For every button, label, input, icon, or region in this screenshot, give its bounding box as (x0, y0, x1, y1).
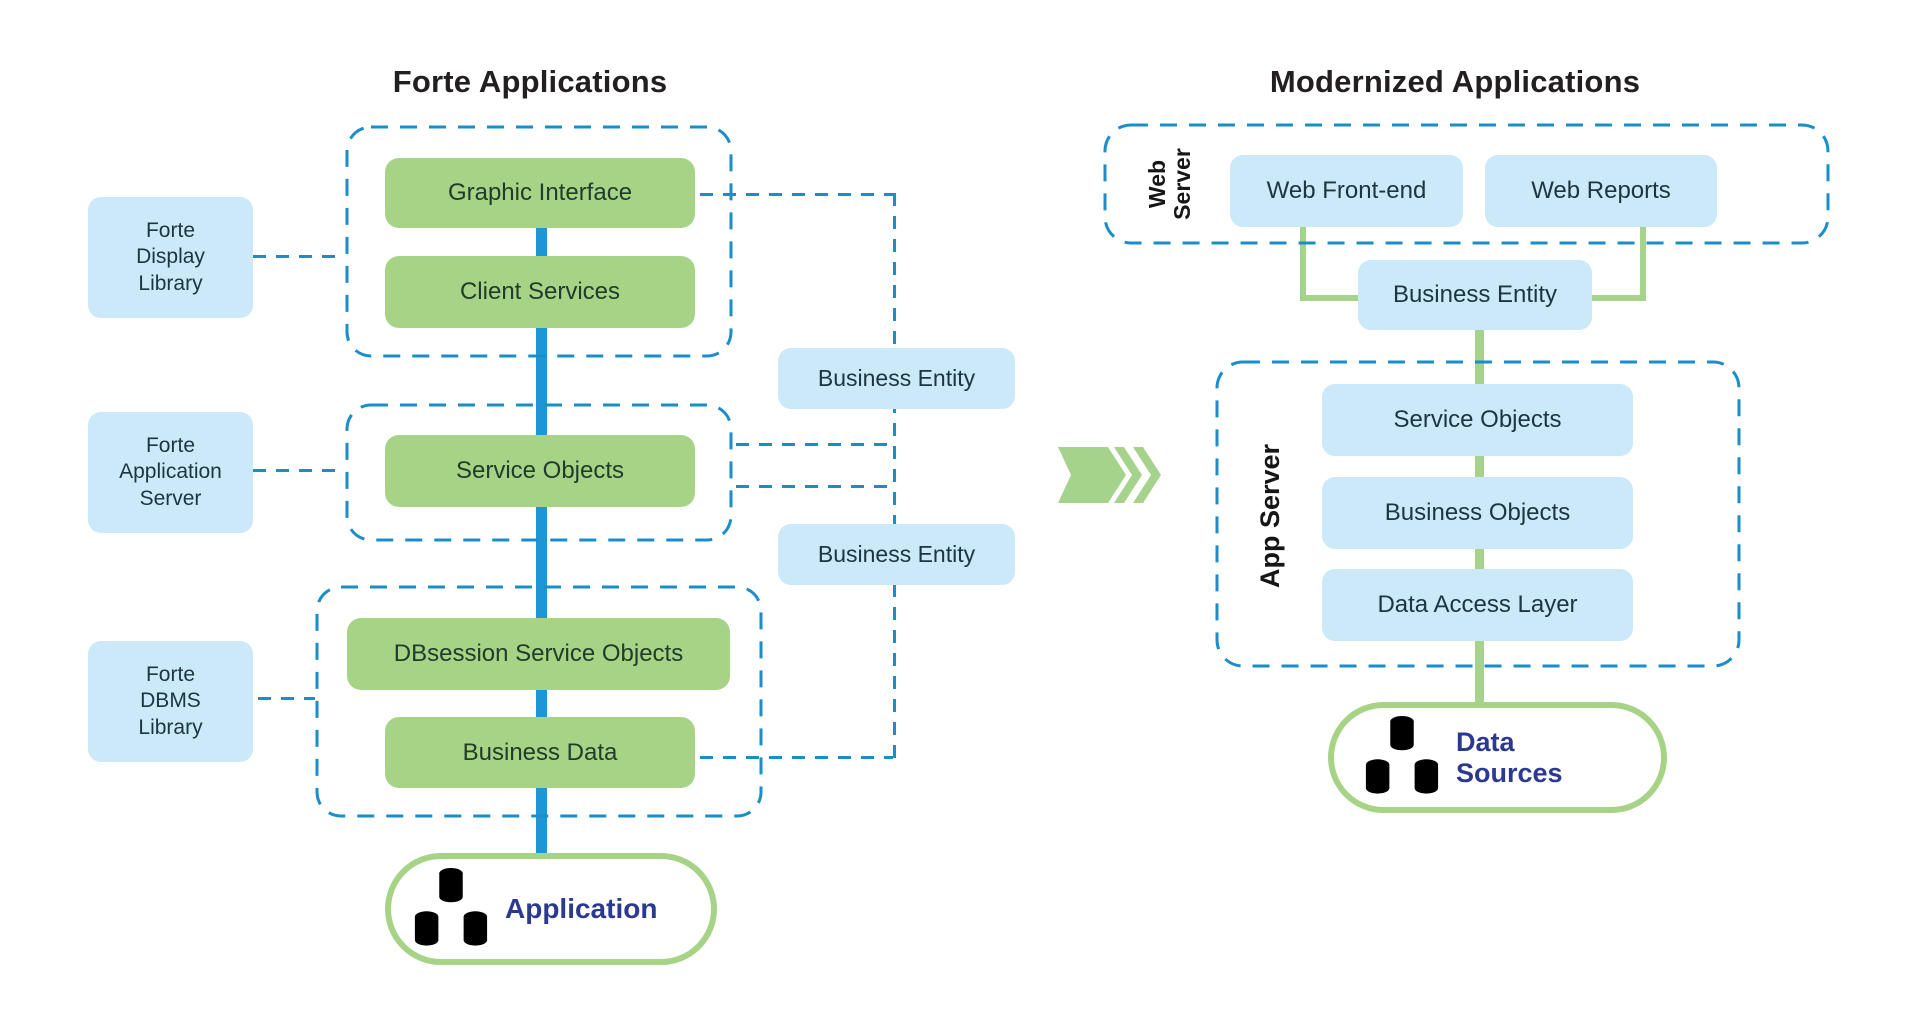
label-line: Forte (145, 218, 195, 242)
box-web-reports: Web Reports (1485, 155, 1717, 227)
connector-graphic-to-entity (700, 193, 896, 196)
box-service-objects: Service Objects (385, 435, 695, 507)
database-cluster-icon (1365, 716, 1439, 794)
data-sources-endpoint-label: Data Sources (1456, 727, 1563, 787)
box-business-objects: Business Objects (1322, 477, 1633, 549)
migration-arrow-icon (1058, 447, 1161, 503)
connector-webreports-elbow (1586, 295, 1646, 301)
label-line: Display (136, 245, 205, 269)
connector-webreports-down (1640, 226, 1646, 301)
connector-application-server (253, 469, 345, 472)
label-line: App Server (1254, 443, 1285, 589)
data-sources-endpoint: Data Sources (1328, 702, 1667, 813)
app-server-container (1215, 360, 1741, 668)
connector-entity-vertical (893, 193, 896, 759)
box-graphic-interface: Graphic Interface (385, 158, 695, 228)
label-forte-application-server: Forte Application Server (88, 412, 253, 533)
connector-webfrontend-down (1300, 226, 1306, 301)
connector-service-to-entity-1 (736, 443, 893, 446)
connector-display-library (253, 255, 345, 258)
forte-appserver-container (345, 403, 733, 542)
label-line: Server (139, 486, 202, 510)
connector-webfrontend-elbow (1300, 295, 1364, 301)
label-forte-dbms-library: Forte DBMS Library (88, 641, 253, 762)
label-line: Application (119, 460, 222, 484)
label-line: Forte (145, 662, 195, 686)
box-business-entity-modern: Business Entity (1358, 260, 1592, 330)
box-dbsession-service-objects: DBsession Service Objects (347, 618, 730, 690)
forte-spine-line (536, 226, 547, 866)
label-line: Library (138, 271, 203, 295)
box-data-access-layer: Data Access Layer (1322, 569, 1633, 641)
database-cluster-icon (414, 867, 488, 946)
box-business-entity-bottom: Business Entity (778, 524, 1015, 585)
app-server-rotated-label: App Server (1240, 406, 1300, 626)
application-endpoint: Application (385, 853, 717, 965)
forte-title: Forte Applications (392, 64, 668, 99)
connector-businessdata-to-entity (700, 756, 893, 759)
label-line: Data (1456, 727, 1515, 758)
box-client-services: Client Services (385, 256, 695, 328)
connector-dbms-library (258, 697, 315, 700)
connector-service-to-entity-2 (736, 485, 893, 488)
forte-display-container (345, 125, 733, 358)
label-forte-display-library: Forte Display Library (88, 197, 253, 318)
modernized-title: Modernized Applications (1269, 64, 1641, 99)
forte-dbms-container (315, 585, 763, 818)
box-business-entity-top: Business Entity (778, 348, 1015, 409)
label-line: Sources (1456, 757, 1563, 788)
web-server-container (1103, 123, 1830, 245)
box-service-objects-modern: Service Objects (1322, 384, 1633, 456)
box-web-front-end: Web Front-end (1230, 155, 1463, 227)
label-line: Library (138, 715, 203, 739)
label-line: Server (1169, 148, 1195, 220)
box-business-data: Business Data (385, 717, 695, 788)
label-line: Web (1144, 159, 1171, 209)
label-line: Forte (145, 433, 195, 457)
web-server-rotated-label: Web Server (1130, 84, 1210, 284)
application-endpoint-label: Application (505, 893, 658, 925)
label-line: DBMS (140, 689, 201, 713)
